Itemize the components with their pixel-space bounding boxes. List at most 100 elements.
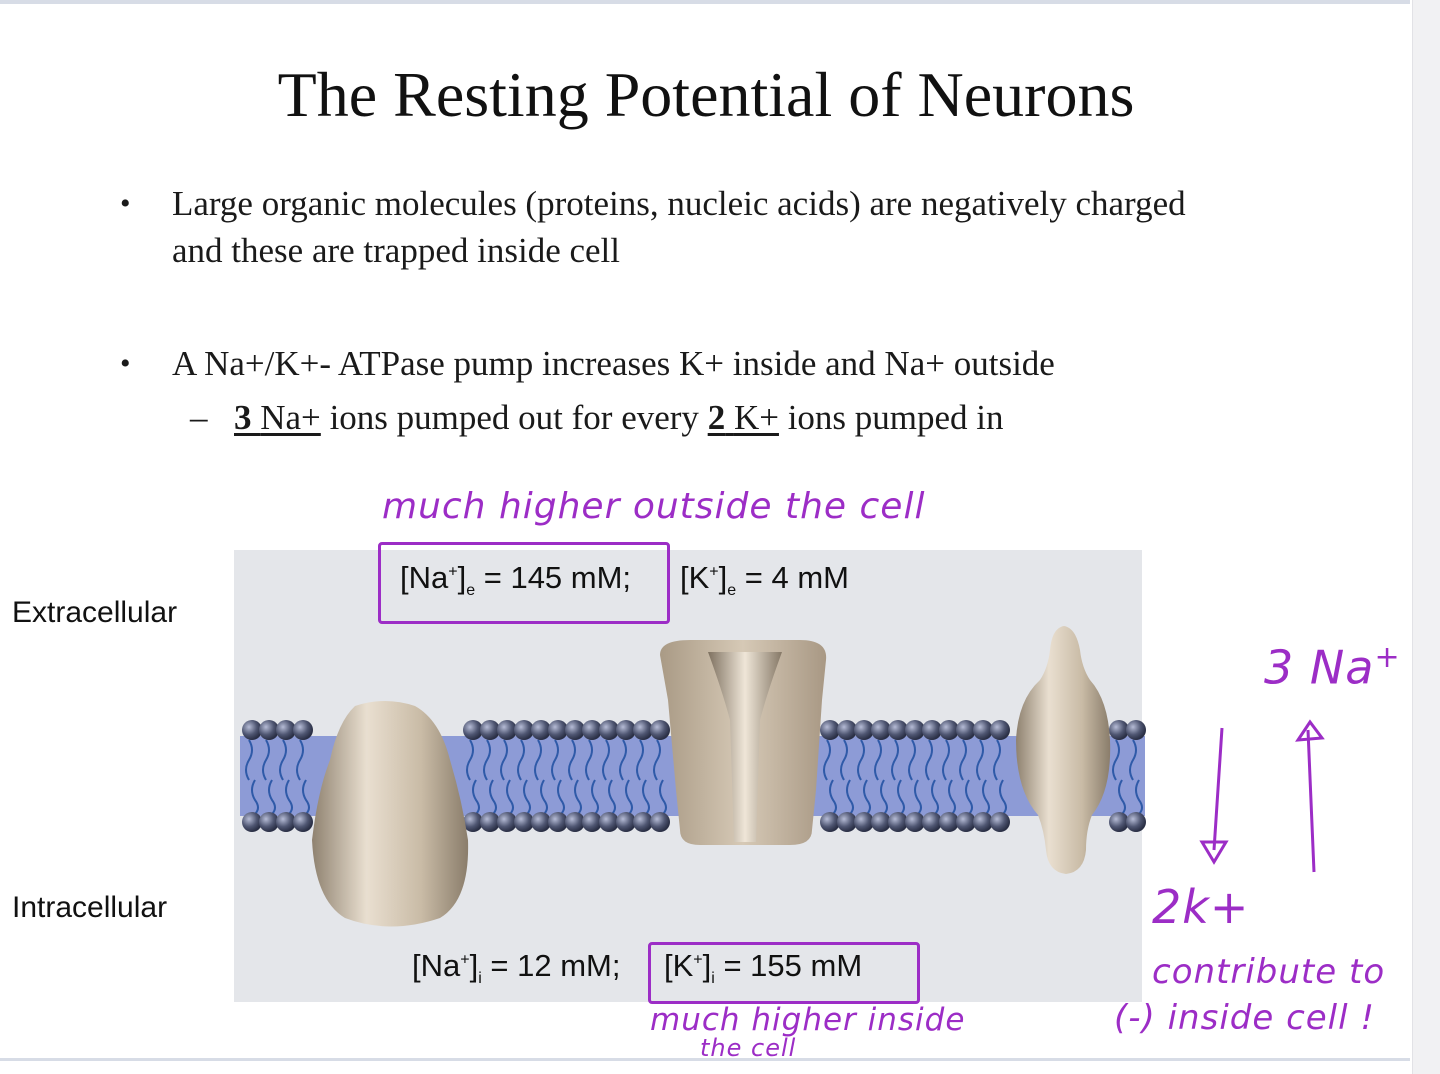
- k-extracellular: [K+]e = 4 mM: [680, 560, 850, 600]
- lipid-tail: [653, 739, 667, 815]
- lipid-head: [888, 812, 908, 832]
- lipid-head: [888, 720, 908, 740]
- lipid-head: [1109, 720, 1129, 740]
- lipid-tail: [245, 739, 259, 815]
- intracellular-label: Intracellular: [12, 891, 168, 924]
- lipid-head: [650, 812, 670, 832]
- k-in-highlight-box: [648, 942, 920, 1004]
- bullet-item-1: • Large organic molecules (proteins, nuc…: [120, 180, 1202, 274]
- extracellular-label: Extracellular: [12, 596, 178, 629]
- slide-title: The Resting Potential of Neurons: [277, 59, 1135, 130]
- lipid-head: [242, 812, 262, 832]
- window-right-edge: [1412, 0, 1440, 1074]
- annotation-contribute-2: (-) inside cell !: [1114, 998, 1376, 1038]
- lipid-head: [633, 812, 653, 832]
- lipid-tail: [279, 739, 293, 815]
- lipid-head: [939, 720, 959, 740]
- arrow-up: [1295, 719, 1325, 873]
- lipid-head: [293, 812, 313, 832]
- sub-num-1: 3: [234, 398, 252, 437]
- lipid-head: [599, 812, 619, 832]
- lipid-tail: [891, 739, 905, 815]
- lipid-head: [990, 812, 1010, 832]
- lipid-head: [497, 812, 517, 832]
- lipid-head: [531, 720, 551, 740]
- lipid-tail: [942, 739, 956, 815]
- na-extracellular: [Na+]e = 145 mM;: [400, 560, 632, 600]
- lipid-head: [1126, 720, 1146, 740]
- lipid-head: [956, 812, 976, 832]
- transmembrane-protein: [1016, 626, 1111, 874]
- lipid-head: [293, 720, 313, 740]
- lipid-head: [276, 812, 296, 832]
- annotation-outside-note: much higher outside the cell: [382, 486, 926, 527]
- sub-ion-2: K+: [733, 398, 779, 437]
- lipid-head: [905, 720, 925, 740]
- lipid-tail: [976, 739, 990, 815]
- lipid-tail: [262, 739, 276, 815]
- lipid-head: [956, 720, 976, 740]
- bullet-item-2: • A Na+/K+- ATPase pump increases K+ ins…: [120, 340, 1272, 387]
- lipid-head: [820, 720, 840, 740]
- lipid-head: [1126, 812, 1146, 832]
- lipid-head: [565, 812, 585, 832]
- lipid-tail: [840, 739, 854, 815]
- annotation-3na: 3 Na+: [1264, 640, 1401, 695]
- lipid-head: [871, 720, 891, 740]
- arrow-down: [1199, 727, 1229, 865]
- lipid-head: [259, 812, 279, 832]
- pump-protein: [312, 701, 469, 927]
- lipid-head: [565, 720, 585, 740]
- lipid-head: [837, 720, 857, 740]
- lipid-head: [922, 720, 942, 740]
- lipid-tail: [874, 739, 888, 815]
- lipid-tail: [602, 739, 616, 815]
- lipid-tail: [925, 739, 939, 815]
- lipid-heads-bottom: [242, 812, 1146, 832]
- lipid-head: [463, 812, 483, 832]
- sub-num-2: 2: [707, 398, 726, 437]
- lipid-tail: [500, 739, 514, 815]
- lipid-head: [514, 720, 534, 740]
- lipid-tail: [585, 739, 599, 815]
- lipid-tail: [823, 739, 837, 815]
- na-intracellular: [Na+]i = 12 mM;: [412, 948, 621, 988]
- bullet-dot: •: [120, 187, 131, 220]
- lipid-head: [242, 720, 262, 740]
- lipid-head: [1109, 812, 1129, 832]
- sub-ion-1: Na+: [260, 398, 321, 437]
- bullet-text-2: A Na+/K+- ATPase pump increases K+ insid…: [172, 344, 1055, 383]
- lipid-head: [259, 720, 279, 740]
- lipid-head: [922, 812, 942, 832]
- lipid-head: [854, 812, 874, 832]
- lipid-head: [905, 812, 925, 832]
- lipid-head: [973, 812, 993, 832]
- annotation-2k: 2k+: [1152, 880, 1250, 934]
- lipid-head: [854, 720, 874, 740]
- lipid-head: [871, 812, 891, 832]
- bullet-dot: •: [120, 347, 131, 380]
- lipid-head: [582, 720, 602, 740]
- sub-end: ions pumped in: [787, 398, 1004, 437]
- lipid-tail: [908, 739, 922, 815]
- lipid-head: [650, 720, 670, 740]
- lipid-head: [990, 720, 1010, 740]
- lipid-head: [463, 720, 483, 740]
- sub-bullet-dash: –: [190, 398, 208, 437]
- lipid-head: [548, 812, 568, 832]
- annotation-inside-note-1: much higher inside: [650, 1002, 966, 1038]
- lipid-head: [633, 720, 653, 740]
- lipid-head: [973, 720, 993, 740]
- annotation-inside-note-2: the cell: [700, 1034, 797, 1062]
- lipid-head: [939, 812, 959, 832]
- lipid-head: [820, 812, 840, 832]
- lipid-head: [837, 812, 857, 832]
- lipid-tail: [517, 739, 531, 815]
- na-out-highlight-box: [378, 542, 670, 624]
- lipid-tail: [534, 739, 548, 815]
- lipid-head: [480, 812, 500, 832]
- lipid-tail: [619, 739, 633, 815]
- lipid-tail: [1112, 739, 1126, 815]
- bottom-edge: [0, 1058, 1410, 1061]
- k-intracellular: [K+]i = 155 mM: [664, 948, 863, 988]
